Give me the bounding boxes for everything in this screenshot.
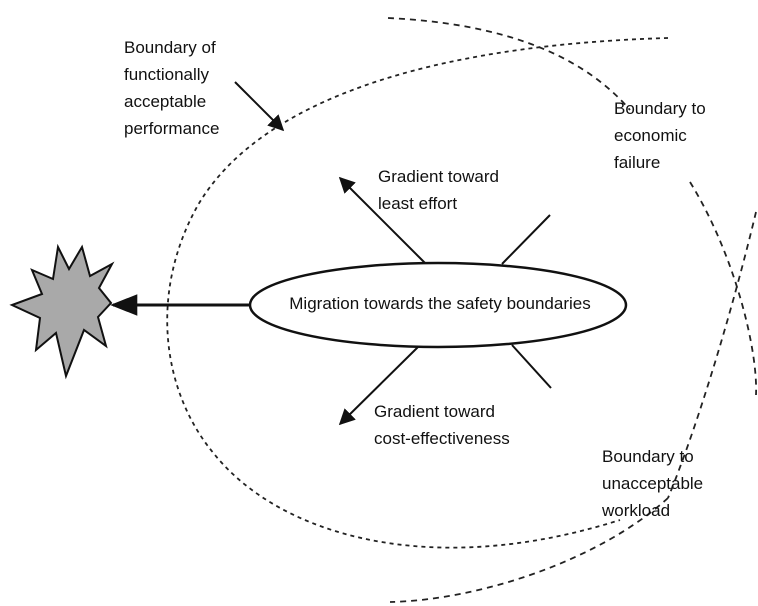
functional-boundary-curve [166,37,669,549]
starburst-icon [9,243,115,380]
lower-right-tail-line [511,344,552,389]
economic-boundary-label: Boundary to economic failure [614,99,706,172]
cost-effectiveness-label: Gradient toward cost-effectiveness [374,402,510,448]
least-effort-label: Gradient toward least effort [378,167,499,213]
workload-boundary-curve-lower [667,211,757,499]
cost-effectiveness-arrow [338,346,419,426]
workload-boundary-label: Boundary to unacceptable workload [602,447,704,520]
workload-boundary-curve-upper [689,181,757,396]
migration-label: Migration towards the safety boundaries [289,294,591,313]
functional-boundary-pointer-arrow [234,81,285,132]
upper-right-tail-line [501,214,551,265]
functional-boundary-label: Boundary of functionally acceptable perf… [124,38,220,138]
least-effort-arrow [338,176,426,264]
workload-boundary-curve-bottom [389,497,669,603]
economic-boundary-curve [387,17,631,111]
